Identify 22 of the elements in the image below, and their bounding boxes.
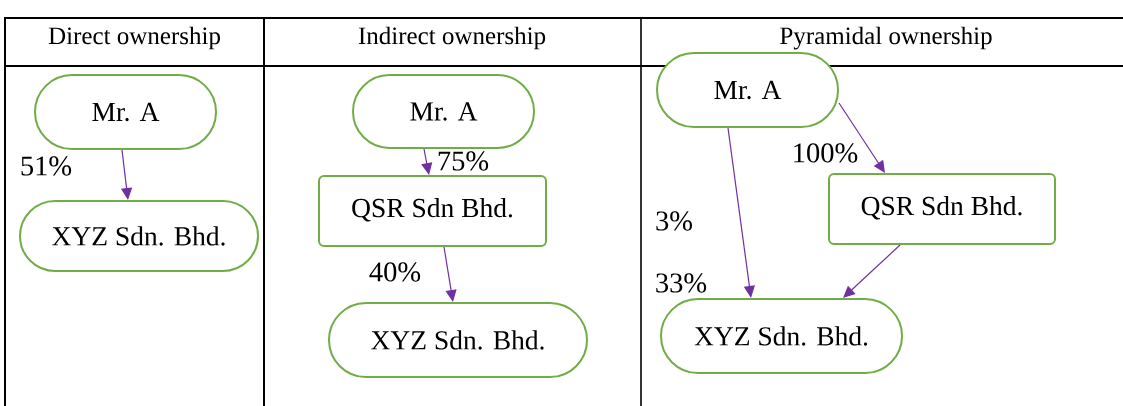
edge-label: 51%: [21, 156, 72, 176]
rounded-box: XYZ Sdn. Bhd.: [660, 298, 903, 374]
rounded-box: XYZ Sdn. Bhd.: [19, 200, 259, 272]
edge-label: 75%: [438, 151, 489, 171]
process-box: QSR Sdn Bhd.: [828, 173, 1056, 245]
column-header: Direct ownership: [48, 26, 220, 50]
edge-label: 100%: [794, 143, 858, 163]
edge-label: 40%: [369, 262, 421, 282]
arrow: [421, 148, 433, 175]
arrow: [838, 102, 885, 173]
rounded-box: Mr. A: [352, 74, 535, 149]
column-header: Pyramidal ownership: [780, 26, 992, 50]
column-header: Indirect ownership: [358, 26, 546, 50]
rounded-box: Mr. A: [34, 74, 217, 150]
rounded-box: XYZ Sdn. Bhd.: [328, 302, 588, 378]
rounded-box: Mr. A: [656, 52, 839, 128]
arrow: [727, 127, 755, 298]
process-box: QSR Sdn Bhd.: [318, 175, 547, 247]
arrow: [443, 246, 457, 302]
edge-label: 3%: [656, 211, 693, 231]
percentage-label: 33%: [656, 273, 707, 293]
arrow: [843, 244, 901, 298]
